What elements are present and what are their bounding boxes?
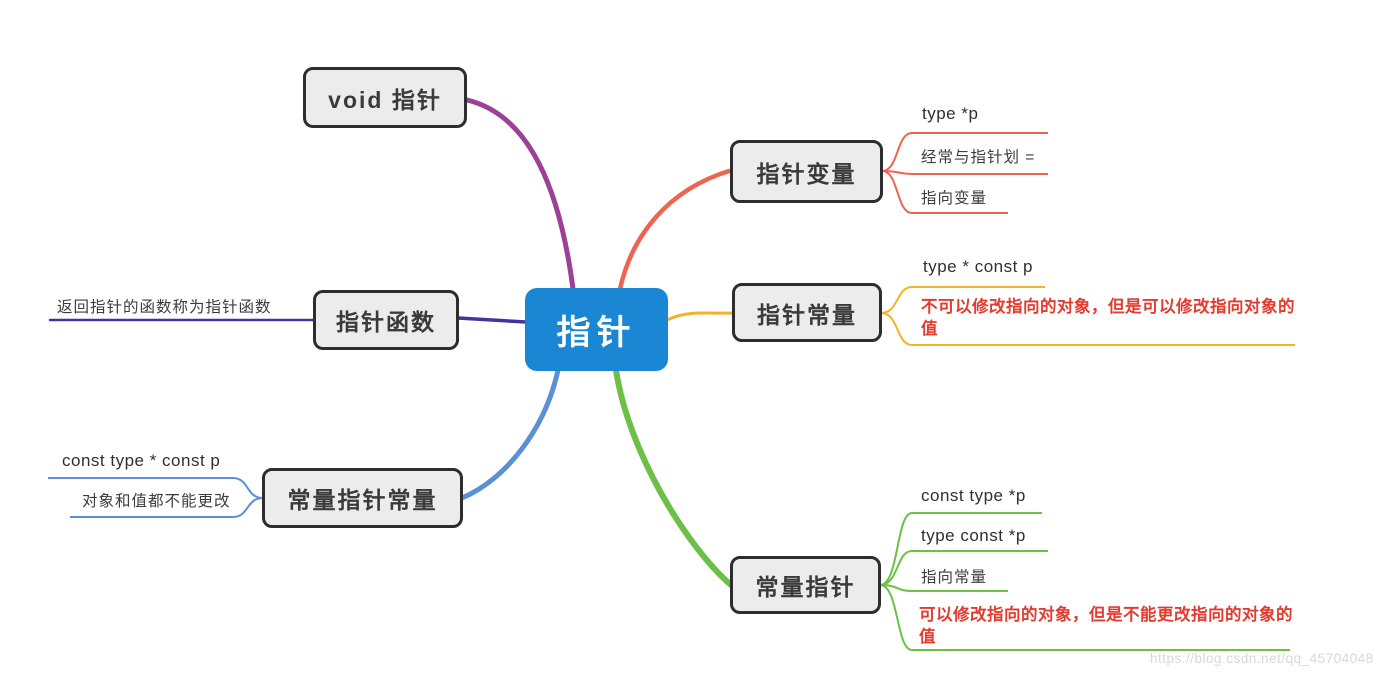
child-line-object-value-immutable <box>70 497 264 518</box>
child-line-type-const-star-p <box>879 550 1048 586</box>
child-line-often-with-pointer <box>881 170 1048 175</box>
branch-curve-const-pointer-const <box>459 367 561 501</box>
child-line-pointer-constant-note <box>880 312 1295 346</box>
subtopic-pointer-constant-note[interactable]: 不可以修改指向的对象，但是可以修改指向对象的值 <box>921 298 1295 338</box>
topic-constant-pointer[interactable]: 常量指针 <box>730 556 881 614</box>
branch-curve-void-pointer <box>464 97 576 292</box>
subtopic-points-to-constant[interactable]: 指向常量 <box>921 569 988 586</box>
subtopic-pointer-function-note[interactable]: 返回指针的函数称为指针函数 <box>57 299 272 316</box>
child-line-type-const-p <box>880 286 1045 314</box>
topic-void-pointer[interactable]: void 指针 <box>303 67 467 128</box>
subtopic-points-to-variable[interactable]: 指向变量 <box>921 190 988 207</box>
subtopic-constant-pointer-note[interactable]: 可以修改指向的对象，但是不能更改指向的对象的值 <box>919 606 1293 646</box>
topic-const-pointer-const-label: 常量指针常量 <box>287 487 438 513</box>
child-line-constant-pointer-note <box>879 584 1290 651</box>
topic-pointer-variable-label: 指针变量 <box>756 160 857 187</box>
subtopic-often-with-pointer[interactable]: 经常与指针划 = <box>921 149 1036 166</box>
subtopic-type-p[interactable]: type *p <box>922 104 979 123</box>
topic-pointer-function[interactable]: 指针函数 <box>313 290 459 350</box>
central-topic-pointer[interactable]: 指针 <box>525 288 668 371</box>
child-line-points-to-variable <box>881 170 1008 214</box>
child-line-const-type-const-p <box>48 477 264 499</box>
topic-pointer-variable[interactable]: 指针变量 <box>730 140 883 203</box>
subtopic-const-type-const-p[interactable]: const type * const p <box>62 451 221 470</box>
central-topic-label: 指针 <box>556 314 637 352</box>
topic-pointer-constant-label: 指针常量 <box>757 301 857 328</box>
branch-line-pointer-function <box>456 316 528 324</box>
child-line-const-type-p <box>879 512 1042 586</box>
subtopic-type-const-star-p[interactable]: type const *p <box>921 526 1026 545</box>
branch-curve-pointer-constant <box>665 311 735 322</box>
branch-curve-constant-pointer <box>613 367 734 588</box>
subtopic-object-value-immutable[interactable]: 对象和值都不能更改 <box>82 493 231 510</box>
child-line-type-p <box>881 132 1048 172</box>
topic-void-pointer-label: void 指针 <box>328 86 442 113</box>
topic-const-pointer-const[interactable]: 常量指针常量 <box>262 468 463 528</box>
watermark-url: https://blog.csdn.net/qq_45704048 <box>1150 651 1374 666</box>
subtopic-const-type-p[interactable]: const type *p <box>921 486 1026 505</box>
child-line-points-to-constant <box>879 584 1008 592</box>
branch-curve-pointer-variable <box>617 168 732 292</box>
subtopic-type-const-p[interactable]: type * const p <box>923 257 1034 276</box>
topic-constant-pointer-label: 常量指针 <box>755 574 856 600</box>
topic-pointer-constant[interactable]: 指针常量 <box>732 283 882 342</box>
topic-pointer-function-label: 指针函数 <box>336 309 436 335</box>
